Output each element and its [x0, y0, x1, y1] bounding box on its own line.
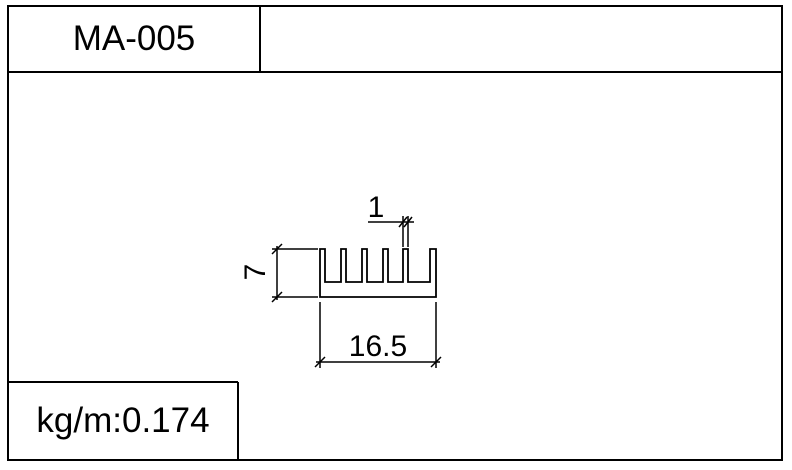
heatsink-profile — [319, 248, 437, 298]
height-dimension — [271, 243, 318, 303]
weight-per-meter: kg/m:0.174 — [36, 401, 210, 440]
width-dimension — [314, 302, 442, 368]
profile-code: MA-005 — [72, 19, 196, 58]
height-dimension-label: 7 — [239, 264, 272, 281]
header-blank-cell — [261, 6, 781, 72]
fin-thickness-dimension — [368, 216, 414, 247]
fin-thickness-label: 1 — [368, 191, 385, 224]
outer-frame — [7, 5, 783, 461]
width-dimension-label: 16.5 — [349, 330, 407, 363]
